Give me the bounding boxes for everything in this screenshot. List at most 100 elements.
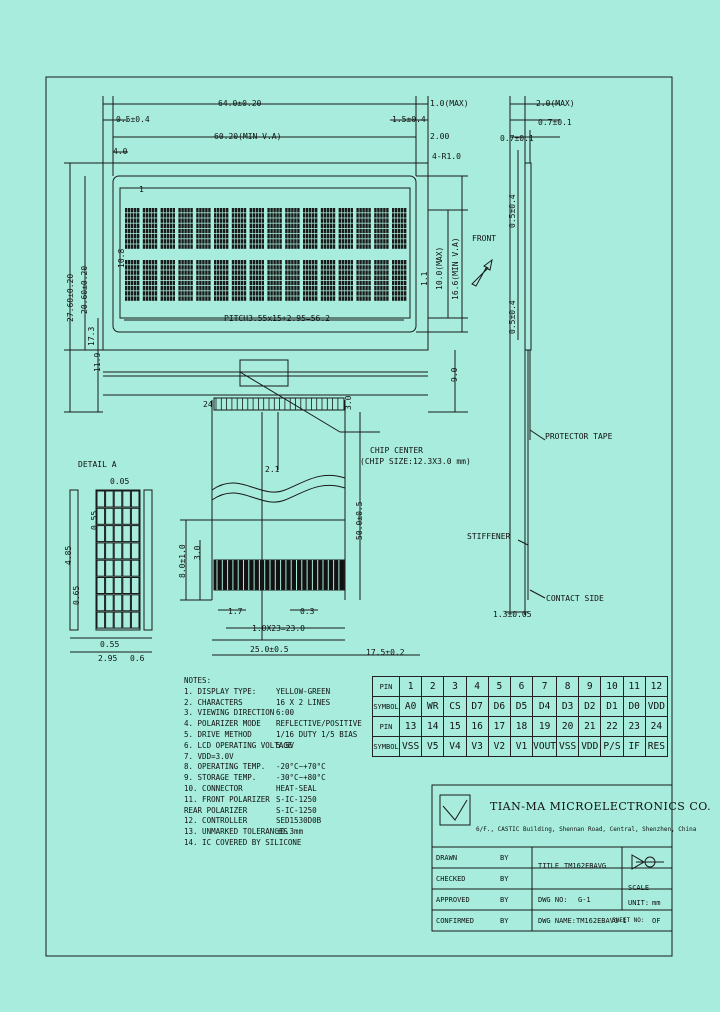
- title-block: [431, 784, 673, 848]
- char-dot: [383, 213, 386, 218]
- char-dot: [190, 291, 193, 296]
- char-dot: [320, 296, 324, 301]
- char-dot: [184, 228, 187, 234]
- char-dot: [199, 291, 202, 296]
- char-dot: [288, 228, 291, 234]
- char-dot: [294, 228, 297, 234]
- char-dot: [125, 208, 128, 213]
- note-item: 8. OPERATING TEMP.-20°C~+70°C: [184, 762, 384, 773]
- char-dot: [270, 234, 273, 239]
- char-dot: [181, 218, 184, 223]
- detail-cell: [130, 559, 140, 577]
- char-dot: [196, 218, 199, 223]
- char-dot: [404, 234, 407, 239]
- tb-title-value: TM162EBAVG: [564, 862, 607, 870]
- char-dot: [137, 265, 140, 270]
- char-dot: [172, 260, 175, 265]
- char-dot: [125, 234, 128, 239]
- char-dot: [223, 218, 226, 223]
- char-dot: [137, 208, 140, 213]
- char-dot: [315, 296, 318, 301]
- char-dot: [374, 260, 377, 265]
- char-dot: [303, 275, 306, 280]
- char-dot: [320, 275, 324, 280]
- char-dot: [202, 228, 205, 234]
- char-dot: [297, 208, 300, 213]
- char-dot: [338, 286, 341, 291]
- char-dot: [312, 239, 315, 244]
- char-dot: [398, 291, 401, 296]
- char-dot: [356, 239, 359, 244]
- char-dot: [344, 239, 347, 244]
- char-dot: [306, 244, 309, 249]
- tb-dwg-name-label: DWG NAME:: [538, 917, 576, 925]
- char-dot: [196, 223, 199, 228]
- detail-d7: 0.6: [130, 654, 145, 663]
- char-dot: [134, 223, 137, 228]
- char-dot: [288, 265, 291, 270]
- char-dot: [285, 223, 288, 228]
- char-dot: [404, 218, 407, 223]
- char-dot: [252, 291, 255, 296]
- char-dot: [309, 218, 312, 223]
- char-dot: [320, 260, 324, 265]
- char-dot: [341, 291, 344, 296]
- pin-table-cell: 23: [622, 716, 646, 737]
- char-dot: [243, 280, 247, 286]
- note-key: 8. OPERATING TEMP.: [184, 762, 266, 772]
- char-dot: [199, 260, 202, 265]
- dim-fpc-gap: 2.1: [265, 465, 280, 474]
- char-dot: [377, 265, 380, 270]
- side-panel: [524, 162, 532, 351]
- char-dot: [199, 265, 202, 270]
- note-item: 14. IC COVERED BY SILICONE: [184, 838, 384, 849]
- char-dot: [199, 234, 202, 239]
- char-dot: [261, 228, 264, 234]
- char-dot: [383, 270, 386, 275]
- char-dot: [169, 239, 172, 244]
- char-dot: [166, 234, 169, 239]
- dim-fpc-3: 3.0: [193, 545, 202, 560]
- char-dot: [255, 234, 258, 239]
- char-dot: [160, 244, 163, 249]
- char-dot: [309, 275, 312, 280]
- char-dot: [181, 213, 184, 218]
- char-dot: [294, 218, 297, 223]
- char-dot: [356, 280, 359, 286]
- char-dot: [332, 270, 336, 275]
- char-dot: [226, 213, 229, 218]
- char-dot: [315, 208, 318, 213]
- tb-approved-by: BY: [500, 896, 509, 904]
- char-dot: [214, 260, 217, 265]
- char-dot: [208, 239, 211, 244]
- char-dot: [196, 296, 199, 301]
- char-dot: [154, 228, 158, 234]
- char-dot: [243, 228, 247, 234]
- char-dot: [306, 286, 309, 291]
- char-dot: [291, 260, 294, 265]
- char-dot: [297, 218, 300, 223]
- char-dot: [279, 296, 282, 301]
- char-dot: [151, 239, 155, 244]
- char-dot: [297, 239, 300, 244]
- char-dot: [226, 239, 229, 244]
- char-dot: [142, 280, 146, 286]
- char-dot: [137, 291, 140, 296]
- char-dot: [220, 213, 223, 218]
- char-dot: [142, 265, 146, 270]
- side-top1: 2.0(MAX): [536, 99, 575, 108]
- pin-table-cell: V5: [421, 736, 445, 757]
- char-dot: [404, 265, 407, 270]
- char-dot: [359, 260, 362, 265]
- char-dot: [380, 234, 383, 239]
- char-dot: [341, 228, 344, 234]
- char-dot: [356, 260, 359, 265]
- char-dot: [273, 244, 276, 249]
- pad-row: [215, 398, 339, 410]
- char-dot: [128, 234, 131, 239]
- char-dot: [326, 260, 330, 265]
- char-dot: [190, 239, 193, 244]
- char-dot: [181, 239, 184, 244]
- char-dot: [270, 239, 273, 244]
- char-dot: [329, 213, 333, 218]
